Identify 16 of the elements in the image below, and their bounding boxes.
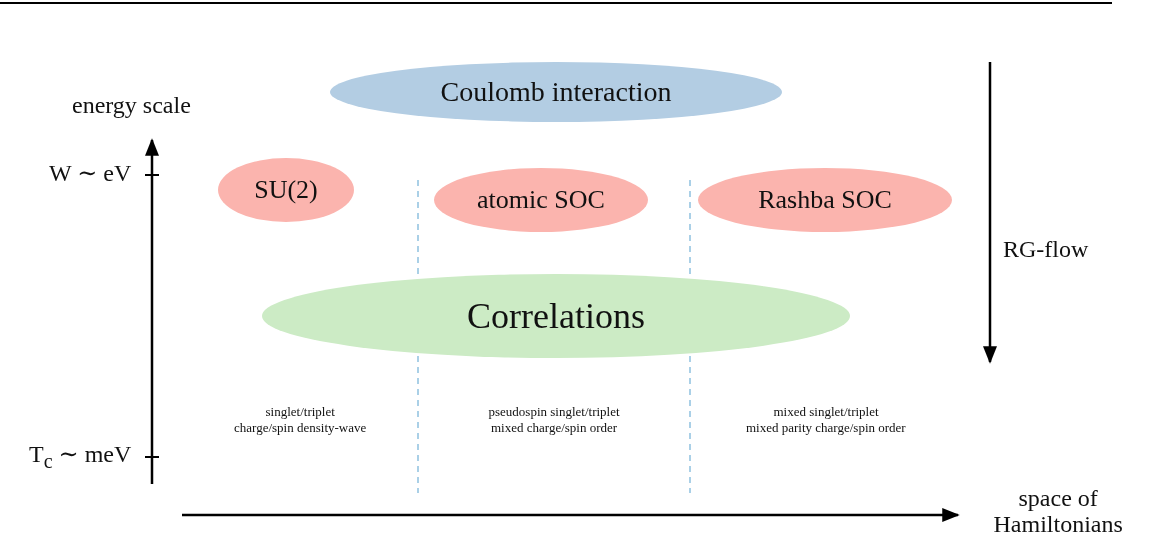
order-text: mixed parity charge/spin order <box>746 421 906 436</box>
symmetry-ellipse: SU(2) <box>218 158 354 222</box>
order-text: mixed charge/spin order <box>491 421 618 436</box>
order-text: mixed singlet/triplet <box>773 405 879 420</box>
order-text: singlet/triplet <box>265 405 335 420</box>
symmetry-ellipse: Rashba SOC <box>698 168 952 232</box>
axis-label: space of Hamiltonians <box>993 485 1123 538</box>
symmetry-ellipse: atomic SOC <box>434 168 648 232</box>
order-text: pseudospin singlet/triplet <box>488 405 620 420</box>
flow-label: RG-flow <box>1003 236 1089 263</box>
order-text: charge/spin density-wave <box>234 421 367 436</box>
axis-label: energy scale <box>72 92 191 119</box>
interaction-ellipse: Coulomb interaction <box>330 62 782 122</box>
correlations-ellipse: Correlations <box>262 274 850 358</box>
tick-label: W ∼ eV <box>49 160 132 187</box>
tick-label: T$_{c}$ ∼ meV <box>29 441 132 472</box>
